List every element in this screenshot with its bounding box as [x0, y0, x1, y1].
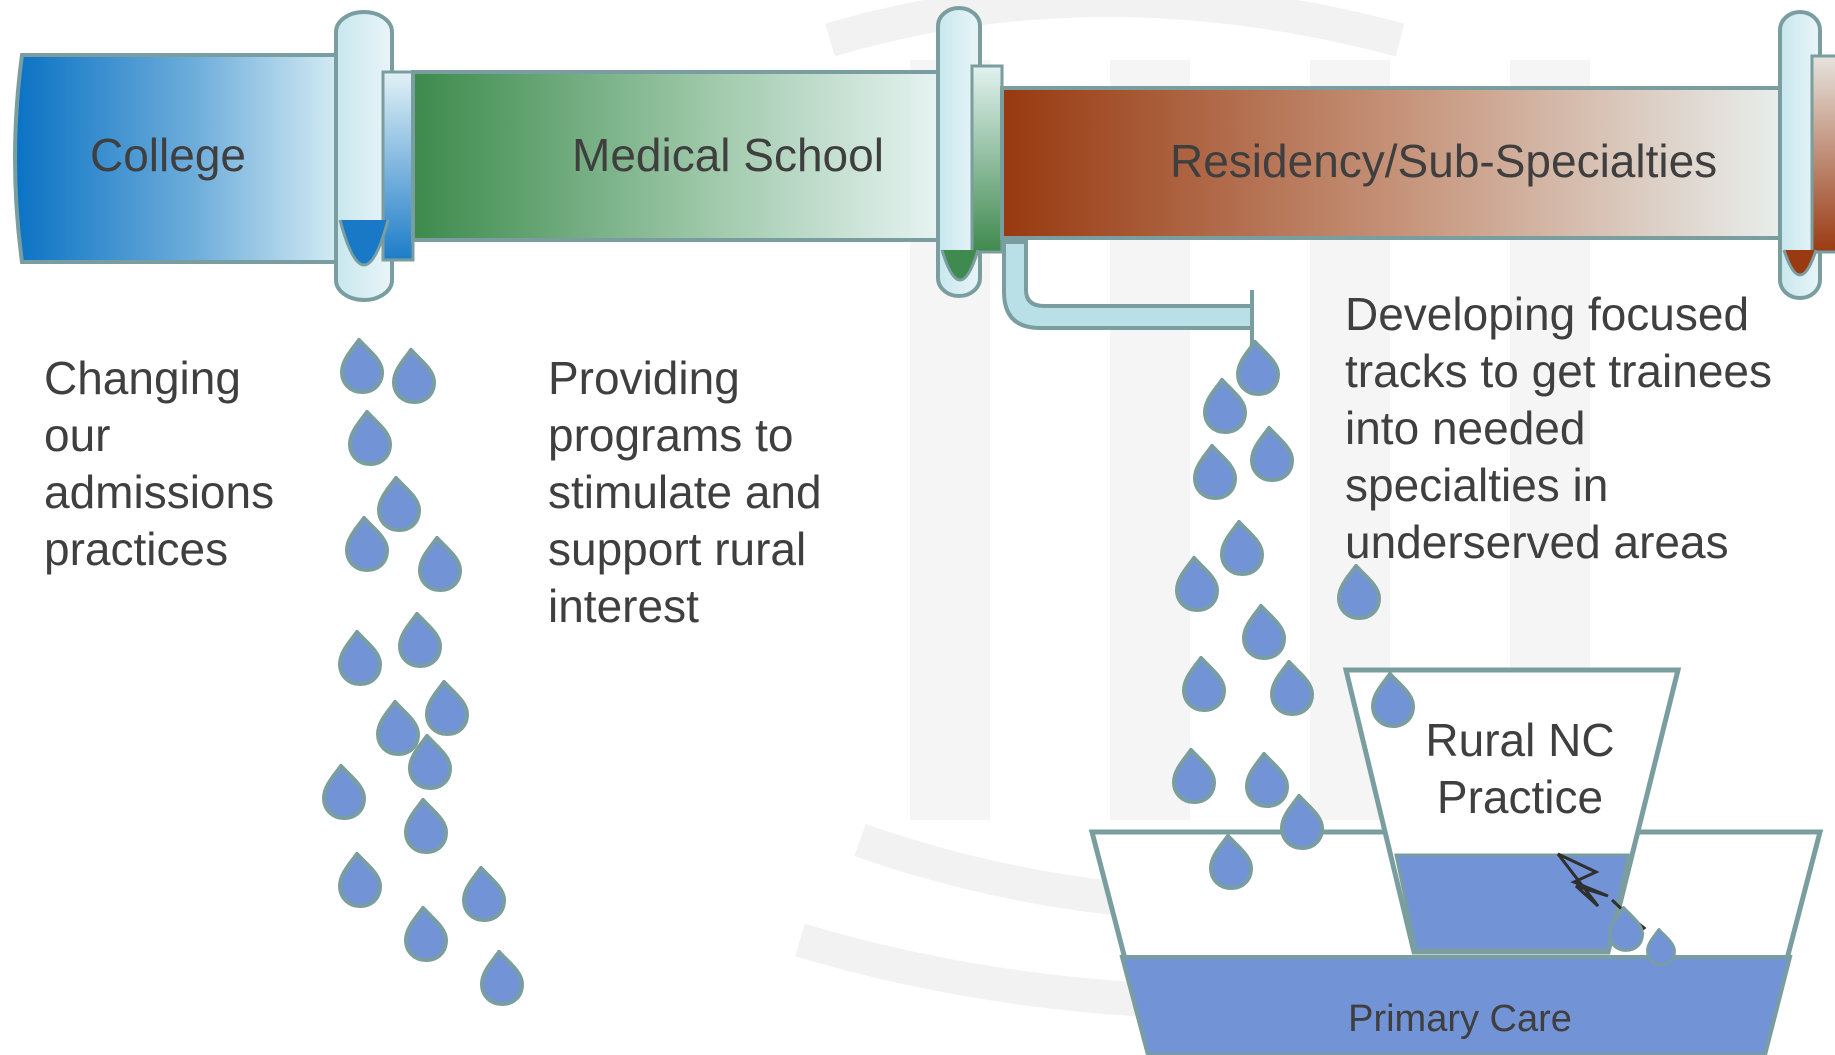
residency-label: Residency/Sub-Specialties — [1170, 135, 1718, 187]
primary-care-label: Primary Care — [1348, 998, 1572, 1040]
college-pipe — [13, 10, 415, 302]
drop — [338, 630, 382, 686]
medical-school-label: Medical School — [572, 129, 884, 181]
drop — [338, 852, 382, 908]
drop — [345, 516, 389, 572]
drop — [1250, 426, 1294, 482]
drop — [404, 798, 448, 854]
rural-practice-container — [1342, 667, 1682, 955]
drop — [1245, 752, 1289, 808]
drop — [1203, 378, 1247, 434]
medical-school-description: Providing programs to stimulate and supp… — [548, 352, 822, 632]
drop — [1220, 520, 1264, 576]
drop — [1193, 444, 1237, 500]
drop — [418, 536, 462, 592]
drop — [392, 348, 436, 404]
residency-spout — [1002, 240, 1254, 346]
college-description: Changing our admissions practices — [44, 352, 275, 575]
drop — [1270, 660, 1314, 716]
drop — [377, 476, 421, 532]
drops-college — [322, 338, 524, 1006]
drop — [376, 700, 420, 756]
drop — [340, 338, 384, 394]
drop — [322, 764, 366, 820]
drop — [404, 906, 448, 962]
drop — [1236, 340, 1280, 396]
drop — [425, 680, 469, 736]
residency-description: Developing focused tracks to get trainee… — [1345, 288, 1772, 568]
drop — [462, 866, 506, 922]
drop — [480, 950, 524, 1006]
drop — [348, 410, 392, 466]
drop — [398, 612, 442, 668]
drop — [1242, 604, 1286, 660]
residency-pipe — [1000, 10, 1835, 300]
college-label: College — [90, 129, 246, 181]
rural-practice-label: Rural NC Practice — [1425, 714, 1615, 823]
medical-school-pipe — [411, 6, 1004, 298]
